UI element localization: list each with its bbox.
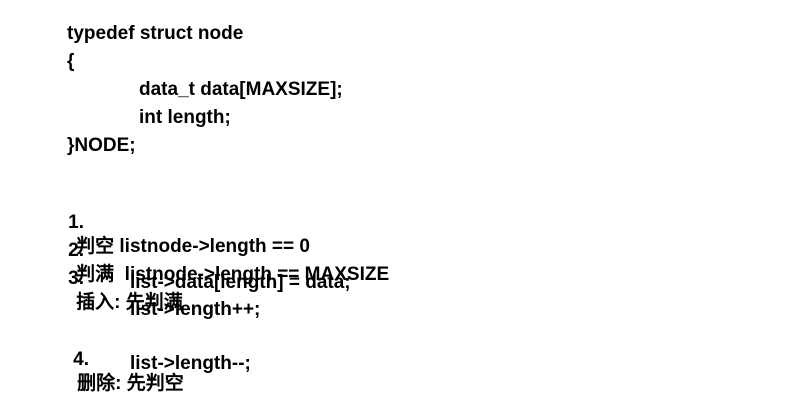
list-item-1-text: 判空 listnode->length == 0	[76, 236, 310, 257]
list-item-2-text: 判满 listnode->length == MAXSIZE	[76, 264, 390, 285]
code-line-open-brace: {	[67, 51, 75, 72]
list-item-1-number: 1.	[68, 212, 84, 233]
code-line-data-array: data_t data[MAXSIZE];	[139, 79, 343, 100]
list-item-2: 2. 判满 listnode->length == MAXSIZE	[47, 215, 389, 311]
list-item-4-text: 删除: 先判空	[77, 373, 184, 394]
list-item-3: 3. 插入: 先判满	[47, 243, 183, 339]
code-line-close-brace: }NODE;	[67, 135, 136, 156]
list-item-4-number: 4.	[73, 349, 89, 370]
list-item-3-text: 插入: 先判满	[76, 292, 183, 313]
list-item-3-sub-line-1: list->data[length] = data;	[130, 272, 351, 293]
code-line-typedef: typedef struct node	[67, 23, 244, 44]
list-item-4-sub-line-1: list->length--;	[130, 353, 251, 374]
code-line-length-field: int length;	[139, 107, 231, 128]
list-item-2-number: 2.	[68, 240, 84, 261]
list-item-3-number: 3.	[68, 268, 84, 289]
list-item-4: 4. 删除: 先判空	[52, 324, 184, 420]
list-item-3-sub-line-2: list->length++;	[130, 299, 261, 320]
list-item-1: 1. 判空 listnode->length == 0	[47, 187, 310, 283]
